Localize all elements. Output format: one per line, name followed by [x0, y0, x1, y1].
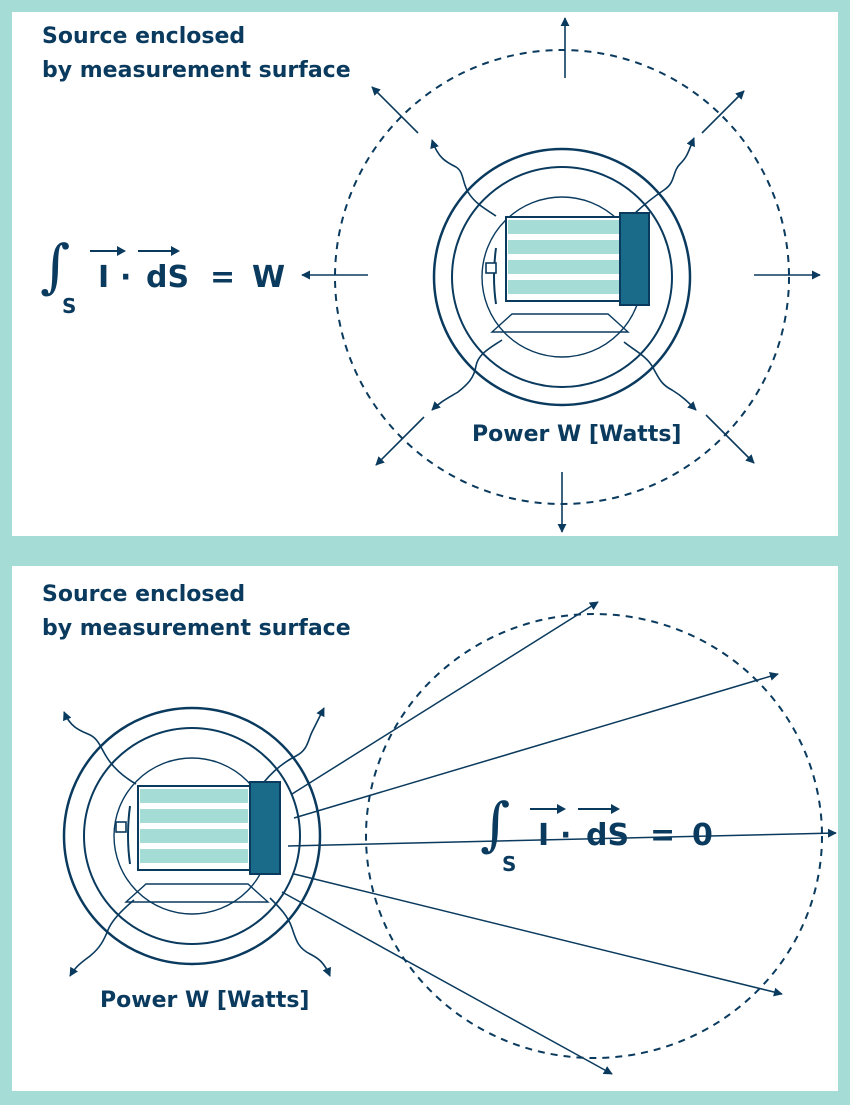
surface-integral-equation: ∫ S I · dS = 0 — [480, 790, 750, 880]
caption-line-1: Source enclosed — [42, 582, 246, 607]
dot-operator: · — [560, 818, 572, 853]
integral-subscript: S — [62, 294, 77, 318]
arrow-2 — [293, 671, 779, 819]
radiation-arrows — [281, 601, 837, 1075]
motor-icon — [485, 212, 650, 333]
equals-sign: = — [650, 818, 676, 853]
surface-integral-equation: ∫ S I · dS = W — [40, 232, 310, 322]
dot-operator: · — [120, 260, 132, 295]
panel-source-enclosed: Source enclosed by measurement surface P… — [12, 12, 838, 536]
panel-source-outside: Source enclosed by measurement surface P… — [12, 566, 838, 1091]
diagram-outside — [62, 601, 837, 1075]
wave-down-left — [69, 899, 135, 977]
vector-arrow-ds — [578, 804, 620, 814]
arrow-down-right — [705, 414, 755, 464]
integral-subscript: S — [502, 852, 517, 876]
integral-sign: ∫ — [40, 232, 71, 300]
arrow-up-left — [371, 86, 419, 134]
vector-arrow-ds — [138, 246, 180, 256]
area-vector: dS — [586, 818, 630, 853]
caption-line-1: Source enclosed — [42, 24, 246, 49]
vector-arrow-i — [530, 804, 566, 814]
arrow-3 — [287, 828, 837, 847]
caption: Source enclosed by measurement surface — [42, 20, 351, 88]
equals-sign: = — [210, 260, 236, 295]
motor-icon — [115, 781, 281, 903]
wave-down-right — [623, 341, 697, 411]
power-label: Power W [Watts] — [472, 422, 682, 447]
wave-up-right — [263, 707, 325, 783]
arrow-up-right — [701, 90, 745, 134]
arrow-4 — [293, 873, 783, 997]
arrow-down-left — [375, 416, 425, 466]
caption-line-2: by measurement surface — [42, 58, 351, 83]
integral-sign: ∫ — [480, 790, 511, 858]
wave-up-left — [430, 139, 497, 217]
equation-result: 0 — [692, 818, 713, 853]
wave-up-right — [629, 137, 695, 219]
intensity-vector: I — [538, 818, 550, 853]
power-label: Power W [Watts] — [100, 988, 310, 1013]
caption-line-2: by measurement surface — [42, 616, 351, 641]
vector-arrow-i — [90, 246, 126, 256]
wave-up-left — [63, 711, 137, 785]
area-vector: dS — [146, 260, 190, 295]
diagram-enclosed — [301, 17, 821, 533]
intensity-vector: I — [98, 260, 110, 295]
arrow-5 — [281, 891, 613, 1075]
wave-down-left — [431, 339, 503, 411]
caption: Source enclosed by measurement surface — [42, 578, 351, 646]
radiation-arrows — [301, 17, 821, 533]
wave-down-right — [269, 897, 331, 977]
arrow-1 — [291, 601, 599, 795]
measurement-surface — [365, 613, 823, 1059]
equation-result: W — [252, 260, 286, 295]
